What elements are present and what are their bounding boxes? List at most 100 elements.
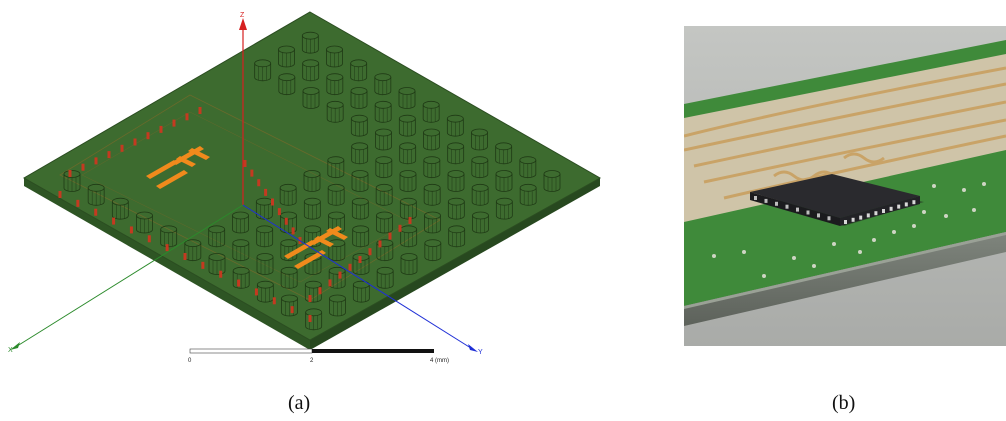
via-wall-post: [308, 295, 312, 302]
via-wall-post: [185, 113, 189, 121]
via-wall-post: [94, 208, 98, 216]
via-cylinder: [519, 183, 537, 206]
via-cylinder: [398, 114, 416, 137]
via-cylinder: [303, 197, 321, 220]
via-cylinder: [543, 170, 561, 192]
via-wall-post: [290, 306, 294, 314]
via-cylinder: [422, 100, 440, 123]
chip-pin: [827, 216, 831, 221]
via-cylinder: [352, 225, 370, 248]
board-edge-highlight: [684, 232, 1006, 309]
via-cylinder: [208, 253, 226, 275]
via-wall-post: [243, 160, 247, 167]
chip-pin: [785, 204, 789, 209]
x-axis-arrow: [10, 342, 20, 350]
via-cylinder: [375, 128, 392, 151]
board-via-dot: [742, 250, 746, 254]
board-via-dot: [922, 210, 926, 214]
via-wall-post: [408, 217, 412, 224]
via-cylinder: [305, 308, 323, 331]
via-wall-post: [112, 217, 116, 225]
via-cylinder: [303, 170, 321, 192]
via-cylinder: [471, 183, 489, 206]
substrate-side-right: [310, 178, 600, 350]
via-wall-post: [76, 199, 80, 207]
chip-pin: [889, 206, 893, 211]
via-wall-post: [198, 107, 202, 114]
scale-bar-tick-0: 0: [188, 358, 192, 364]
via-wall-post: [368, 248, 372, 256]
simulation-model-view: Z X Y 0 2 4 (mm): [8, 11, 602, 364]
chip-pin: [775, 201, 778, 206]
via-cylinder: [280, 266, 298, 289]
chip-pin: [844, 220, 847, 224]
board-via-dot: [858, 250, 862, 254]
via-cylinder: [232, 211, 249, 234]
via-wall-post: [328, 279, 332, 287]
via-cylinder: [326, 100, 344, 123]
via-cylinder: [136, 211, 153, 234]
via-cylinder: [424, 211, 441, 234]
via-cylinder: [302, 87, 320, 109]
via-cylinder: [87, 183, 105, 206]
via-wall-post: [308, 315, 312, 322]
via-wall-post: [348, 263, 352, 271]
via-cylinder: [423, 183, 441, 206]
via-cylinder: [399, 170, 417, 192]
chip-pin: [882, 209, 885, 213]
via-wall-post: [272, 297, 276, 305]
via-wall-post: [147, 235, 151, 243]
via-wall-post: [146, 132, 150, 140]
board-via-dot: [962, 188, 966, 192]
via-cylinder: [399, 142, 417, 165]
x-axis-line: [13, 204, 244, 349]
scale-bar: 0 2 4 (mm): [188, 348, 449, 364]
via-wall-post: [271, 198, 274, 206]
scale-bar-tick-4mm: 4 (mm): [430, 358, 449, 364]
via-cylinder: [232, 239, 250, 262]
via-wall-post: [94, 157, 98, 165]
simulation-model-panel: Z X Y 0 2 4 (mm): [8, 11, 602, 364]
board-via-dot: [892, 230, 896, 234]
chip-pin: [859, 215, 863, 220]
via-wall-post: [257, 179, 261, 187]
via-cylinder: [374, 73, 392, 96]
via-wall-post: [250, 169, 254, 177]
chip-side: [750, 192, 840, 226]
via-cylinder: [446, 114, 464, 137]
via-cylinder: [278, 73, 296, 96]
via-cylinder: [278, 45, 295, 68]
via-cylinder: [111, 197, 129, 220]
board-via-dot: [712, 254, 716, 258]
gold-traces: [684, 66, 1006, 200]
chip-pin: [764, 198, 768, 203]
via-cylinder: [351, 170, 369, 192]
via-cylinder: [519, 156, 537, 179]
via-wall-post: [219, 270, 223, 278]
chip-pin: [904, 202, 908, 207]
chip-pin: [866, 213, 870, 218]
via-cylinder: [63, 170, 81, 192]
via-cylinder: [448, 225, 466, 248]
via-cylinder: [350, 87, 368, 109]
board-via-dot: [982, 182, 986, 186]
via-wall-post: [183, 253, 187, 260]
via-cylinder: [279, 183, 297, 206]
via-wall-post: [388, 232, 392, 240]
via-cylinder: [400, 253, 418, 275]
board-via-dots: [712, 182, 986, 278]
board-via-dot: [872, 238, 876, 242]
via-cylinder: [208, 225, 226, 248]
board-via-dot: [932, 184, 936, 188]
gold-trace-area: [684, 54, 1006, 222]
via-cylinder: [398, 87, 416, 109]
via-wall-post: [378, 240, 382, 248]
board-edge: [684, 232, 1006, 326]
caption-b: (b): [832, 392, 856, 414]
board-via-dot: [944, 214, 948, 218]
y-axis-arrow: [468, 344, 478, 352]
chip-pin: [874, 211, 878, 216]
board-via-dot: [912, 224, 916, 228]
via-wall-post: [291, 227, 295, 235]
via-cylinder: [350, 59, 368, 82]
